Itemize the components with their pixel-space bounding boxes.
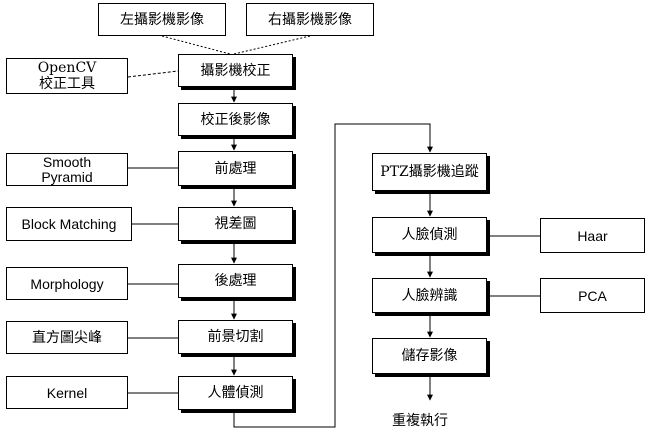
morphology-box: Morphology	[6, 267, 128, 300]
right-camera-label: 右攝影機影像	[268, 11, 352, 28]
morphology-label: Morphology	[30, 275, 104, 292]
block-matching-box: Block Matching	[6, 207, 132, 241]
calibration-label: 攝影機校正	[200, 62, 271, 79]
store-image-label: 儲存影像	[401, 348, 458, 364]
calibration-box: 攝影機校正	[178, 54, 293, 87]
face-detect-label: 人臉偵測	[401, 227, 458, 243]
postprocess-label: 後處理	[214, 273, 257, 289]
postprocess-box: 後處理	[178, 264, 293, 298]
opencv-tool-box: OpenCV 校正工具	[6, 58, 128, 94]
disparity-label: 視差圖	[214, 216, 257, 232]
preprocess-box: 前處理	[178, 151, 293, 186]
ptz-tracking-box: PTZ攝影機追蹤	[372, 153, 487, 191]
left-camera-label: 左攝影機影像	[120, 11, 204, 28]
connector-left-camera	[161, 35, 231, 55]
kernel-label: Kernel	[46, 384, 88, 401]
connector-right-camera	[233, 35, 311, 55]
kernel-box: Kernel	[6, 376, 128, 409]
foreground-cut-label: 前景切割	[207, 329, 264, 345]
right-camera-box: 右攝影機影像	[246, 3, 374, 36]
smooth-pyramid-box: Smooth Pyramid	[6, 153, 128, 186]
foreground-cut-box: 前景切割	[178, 320, 293, 354]
pca-label: PCA	[578, 287, 607, 304]
histogram-peak-box: 直方圖尖峰	[6, 321, 128, 354]
ptz-tracking-label: PTZ攝影機追蹤	[380, 164, 479, 180]
pca-box: PCA	[540, 278, 645, 313]
block-matching-label: Block Matching	[21, 216, 117, 232]
arrow-human-to-ptz	[233, 123, 433, 428]
human-detect-box: 人體偵測	[178, 376, 293, 410]
human-detect-label: 人體偵測	[207, 385, 264, 401]
histogram-peak-label: 直方圖尖峰	[32, 329, 102, 346]
disparity-box: 視差圖	[178, 207, 293, 241]
rectified-image-box: 校正後影像	[178, 103, 293, 136]
connector-opencv	[127, 70, 179, 78]
haar-box: Haar	[540, 218, 645, 253]
face-recognize-label: 人臉辨識	[401, 287, 458, 304]
preprocess-label: 前處理	[214, 160, 257, 177]
store-image-box: 儲存影像	[372, 338, 487, 374]
haar-label: Haar	[577, 227, 608, 244]
smooth-pyramid-label: Smooth Pyramid	[41, 153, 93, 185]
opencv-tool-label: OpenCV 校正工具	[37, 60, 97, 92]
face-recognize-box: 人臉辨識	[372, 278, 487, 313]
left-camera-box: 左攝影機影像	[98, 3, 226, 36]
rectified-image-label: 校正後影像	[200, 111, 271, 128]
face-detect-box: 人臉偵測	[372, 217, 487, 253]
repeat-label: 重複執行	[392, 413, 448, 429]
